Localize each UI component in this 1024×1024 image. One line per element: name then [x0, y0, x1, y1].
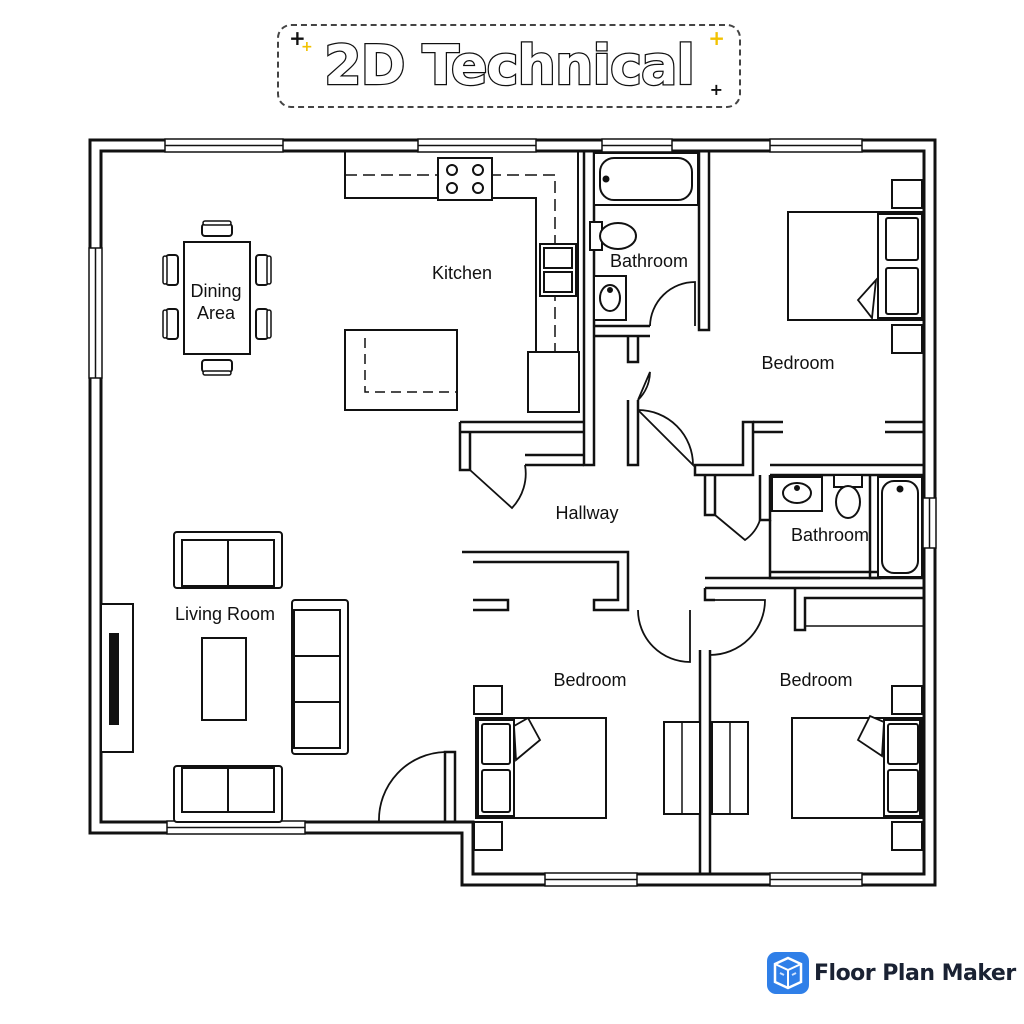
bedroom-right-furniture	[711, 685, 923, 851]
room-label-bedroom-right: Bedroom	[779, 670, 853, 690]
exterior-walls	[88, 138, 937, 887]
room-label-hallway: Hallway	[555, 503, 619, 523]
bedroom-furniture	[787, 179, 923, 354]
room-label-kitchen: Kitchen	[431, 263, 493, 283]
room-label-living-room: Living Room	[174, 604, 276, 624]
kitchen-fixtures	[344, 152, 580, 413]
dining-table	[162, 220, 272, 376]
bathroom-fixtures-mid	[771, 474, 923, 578]
sparkle-icon: +	[708, 26, 725, 50]
windows	[88, 138, 937, 887]
interior-walls	[443, 151, 924, 876]
room-label-bathroom-mid: Bathroom	[790, 525, 870, 545]
room-label-bathroom-top: Bathroom	[609, 251, 689, 271]
brand-logo: Floor Plan Maker	[766, 950, 1016, 996]
room-label-bedroom-left: Bedroom	[553, 670, 627, 690]
sparkle-icon: +	[289, 26, 306, 50]
living-room-furniture	[100, 531, 349, 823]
room-label-dining-area: Dining Area	[190, 281, 242, 323]
bedroom-left-furniture	[473, 685, 701, 851]
page-title: 2D Technical	[323, 33, 696, 99]
doors	[378, 281, 820, 823]
sparkle-icon: +	[709, 80, 723, 99]
floor-plan-maker-logo-icon	[767, 952, 809, 994]
sparkle-icon: +	[301, 39, 313, 55]
title-banner: + + + + 2D Technical	[277, 24, 741, 108]
brand-name: Floor Plan Maker	[814, 960, 1016, 986]
room-label-bedroom-top: Bedroom	[761, 353, 835, 373]
bathroom-fixtures	[589, 152, 699, 321]
